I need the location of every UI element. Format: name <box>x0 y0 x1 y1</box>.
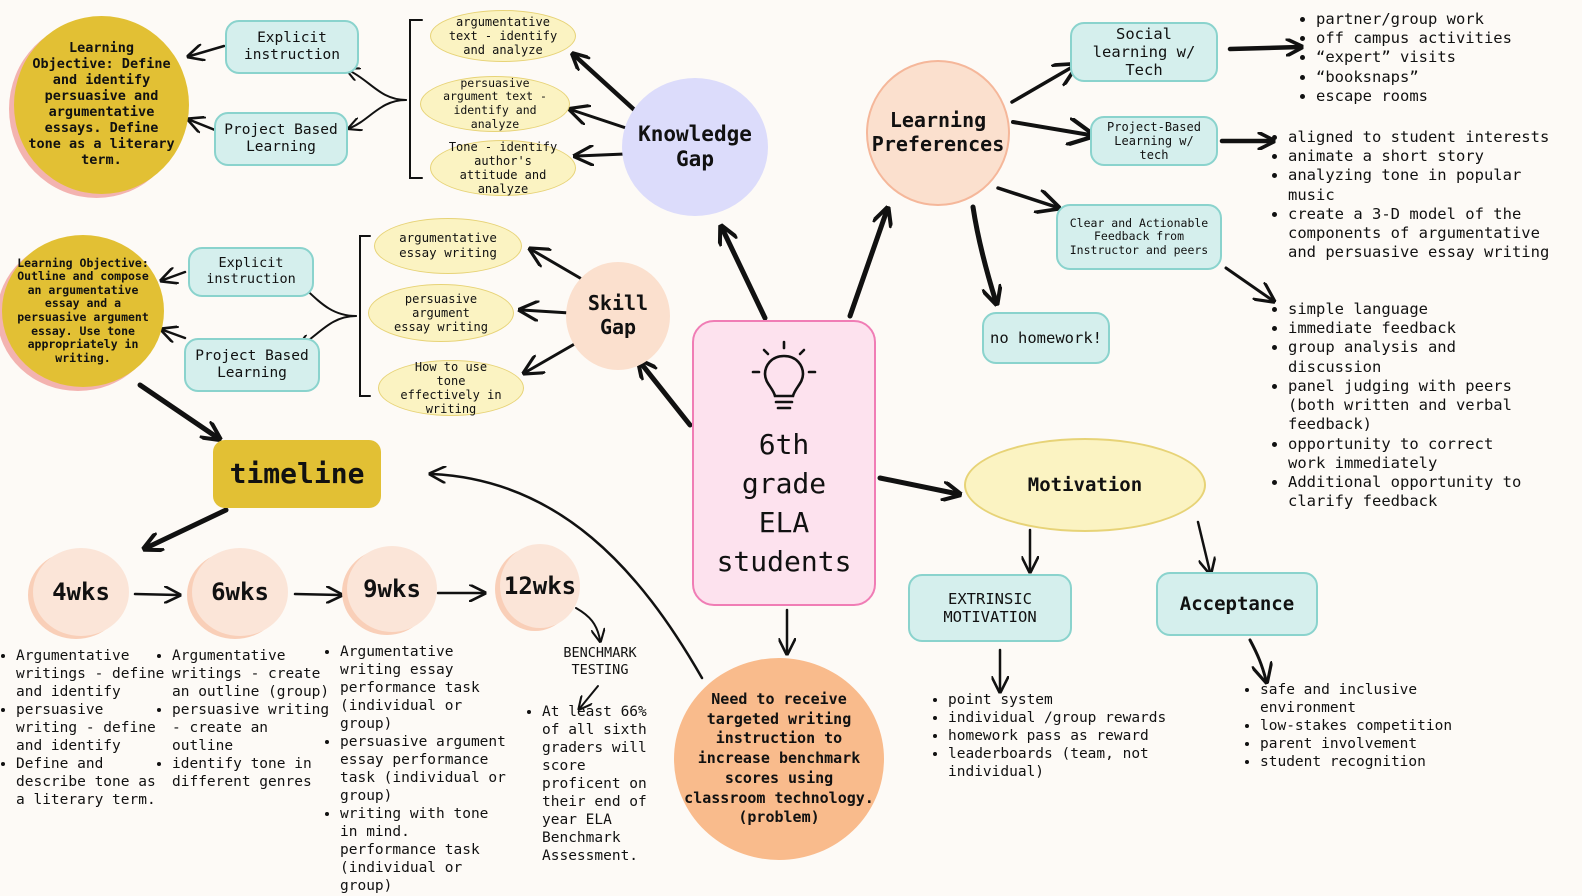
list-item: student recognition <box>1260 754 1470 772</box>
week-9wks: 9wks <box>347 546 437 632</box>
pbl-tech-list: aligned to student interests animate a s… <box>1272 128 1550 263</box>
center-label: 6th grade ELA students <box>716 427 852 579</box>
skill-learning-objective: Learning Objective: Outline and compose … <box>2 235 164 387</box>
skill-item-tone-writing: How to use tone effectively in writing <box>378 360 524 416</box>
extrinsic-motivation-box: EXTRINSIC MOTIVATION <box>908 574 1072 642</box>
lightbulb-icon <box>749 338 819 419</box>
list-item: identify tone in different genres <box>172 756 332 792</box>
list-item: animate a short story <box>1288 147 1550 166</box>
social-learning-box: Social learning w/ Tech <box>1070 22 1218 82</box>
center-node: 6th grade ELA students <box>692 320 876 606</box>
list-item: group analysis and discussion <box>1288 338 1538 376</box>
knowledge-explicit-instruction: Explicit instruction <box>225 20 359 74</box>
week-12wks: 12wks <box>500 544 580 628</box>
list-item: panel judging with peers (both written a… <box>1288 377 1538 435</box>
knowledge-project-based-learning: Project Based Learning <box>214 112 348 166</box>
list-item: partner/group work <box>1316 10 1576 29</box>
list-item: persuasive writing - create an outline <box>172 702 332 756</box>
benchmark-label: BENCHMARK TESTING <box>563 645 637 678</box>
skill-gap-node: Skill Gap <box>566 262 670 370</box>
list-item: point system <box>948 692 1184 710</box>
skill-project-based-learning: Project Based Learning <box>184 338 320 392</box>
skill-explicit-instruction: Explicit instruction <box>188 247 314 297</box>
acceptance-box: Acceptance <box>1156 572 1318 636</box>
week-9wks-list: Argumentative writing essay performance … <box>324 644 512 896</box>
list-item: persuasive writing - define and identify <box>16 702 166 756</box>
list-item: aligned to student interests <box>1288 128 1550 147</box>
learning-preferences-node: Learning Preferences <box>866 60 1010 206</box>
list-item: persuasive argument essay performance ta… <box>340 734 512 806</box>
feedback-box: Clear and Actionable Feedback from Instr… <box>1056 204 1222 270</box>
acceptance-list: safe and inclusive environment low-stake… <box>1244 682 1470 772</box>
pbl-tech-box: Project-Based Learning w/ tech <box>1090 116 1218 166</box>
social-learning-list: partner/group work off campus activities… <box>1300 10 1576 106</box>
list-item: leaderboards (team, not individual) <box>948 746 1184 782</box>
list-item: opportunity to correct work immediately <box>1288 435 1538 473</box>
knowledge-learning-objective: Learning Objective: Define and identify … <box>14 16 189 194</box>
list-item: individual /group rewards <box>948 710 1184 728</box>
extrinsic-motivation-list: point system individual /group rewards h… <box>932 692 1184 782</box>
problem-node: Need to receive targeted writing instruc… <box>674 658 884 860</box>
list-item: create a 3-D model of the components of … <box>1288 205 1550 263</box>
list-item: At least 66% of all sixth graders will s… <box>542 704 662 866</box>
list-item: homework pass as reward <box>948 728 1184 746</box>
list-item: “expert” visits <box>1316 48 1576 67</box>
list-item: safe and inclusive environment <box>1260 682 1470 718</box>
week-6wks: 6wks <box>192 548 288 636</box>
list-item: Argumentative writings - create an outli… <box>172 648 332 702</box>
list-item: parent involvement <box>1260 736 1470 754</box>
list-item: Define and describe tone as a literary t… <box>16 756 166 810</box>
list-item: analyzing tone in popular music <box>1288 166 1550 204</box>
list-item: low-stakes competition <box>1260 718 1470 736</box>
list-item: Argumentative writings - define and iden… <box>16 648 166 702</box>
no-homework-box: no homework! <box>982 312 1110 364</box>
skill-item-argumentative-essay: argumentative essay writing <box>374 218 522 274</box>
benchmark-list: At least 66% of all sixth graders will s… <box>526 704 662 866</box>
week-4wks: 4wks <box>33 548 129 636</box>
week-4wks-list: Argumentative writings - define and iden… <box>0 648 166 810</box>
list-item: Additional opportunity to clarify feedba… <box>1288 473 1538 511</box>
list-item: simple language <box>1288 300 1538 319</box>
motivation-node: Motivation <box>964 438 1206 532</box>
list-item: off campus activities <box>1316 29 1576 48</box>
knowledge-item-argumentative: argumentative text - identify and analyz… <box>430 10 576 62</box>
list-item: Argumentative writing essay performance … <box>340 644 512 734</box>
skill-item-persuasive-essay: persuasive argument essay writing <box>368 284 514 342</box>
list-item: writing with tone in mind. performance t… <box>340 806 512 896</box>
knowledge-gap-node: Knowledge Gap <box>622 78 768 216</box>
list-item: escape rooms <box>1316 87 1576 106</box>
list-item: immediate feedback <box>1288 319 1538 338</box>
feedback-list: simple language immediate feedback group… <box>1272 300 1538 511</box>
list-item: “booksnaps” <box>1316 68 1576 87</box>
timeline-node: timeline <box>213 440 381 508</box>
knowledge-item-tone: Tone - identify author's attitude and an… <box>430 140 576 196</box>
knowledge-item-persuasive: persuasive argument text - identify and … <box>420 76 570 132</box>
week-6wks-list: Argumentative writings - create an outli… <box>156 648 332 792</box>
